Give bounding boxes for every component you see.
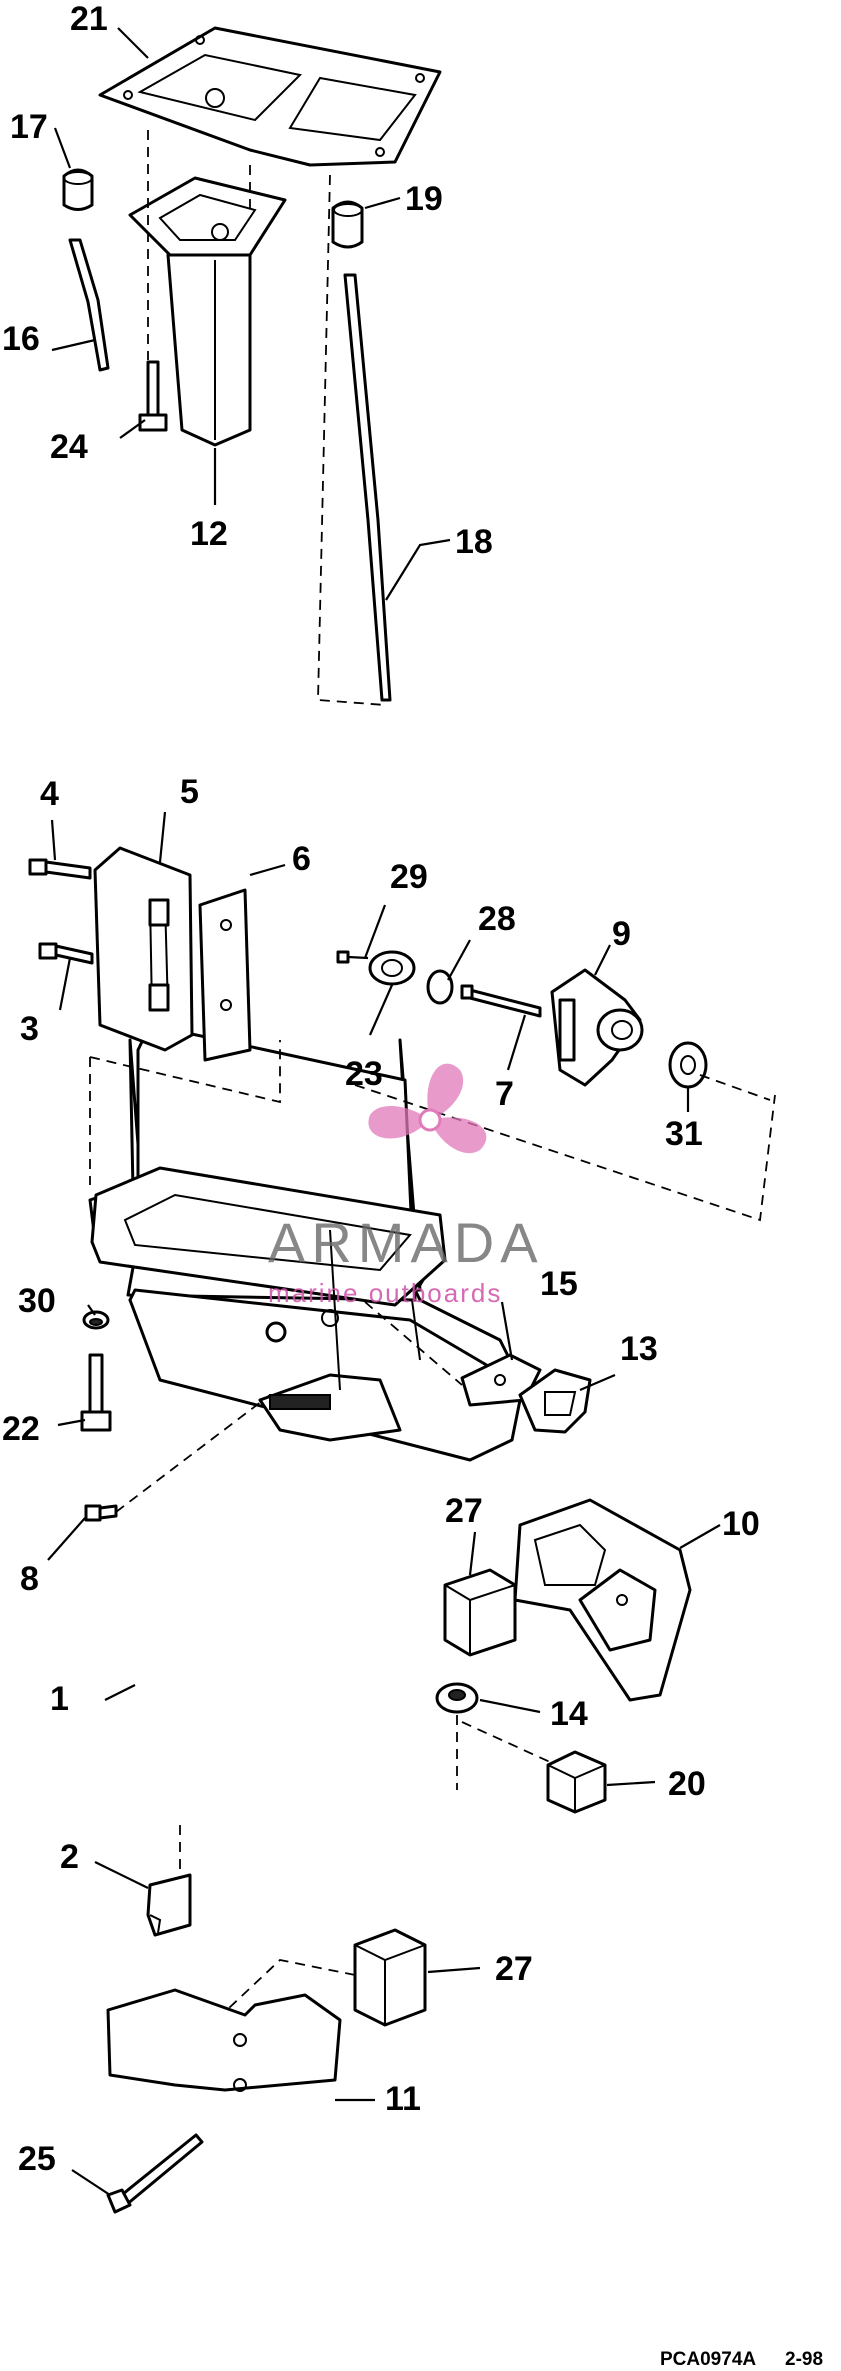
part-30-nut (82, 1310, 110, 1330)
callout-24: 24 (50, 428, 88, 466)
callout-21: 21 (70, 0, 108, 38)
part-25-bolt (106, 2133, 204, 2214)
part-28-oring (426, 969, 454, 1005)
part-6-plate (198, 888, 252, 1062)
leader-lines (47, 27, 721, 2196)
part-9-switch (550, 968, 644, 1087)
callout-6: 6 (292, 840, 311, 878)
callout-10: 10 (722, 1505, 760, 1543)
callout-numbers: 21 17 19 16 24 12 18 4 5 6 29 28 9 3 23 … (2, 0, 760, 2178)
part-8-screw (84, 1504, 118, 1522)
part-31-washer (668, 1041, 708, 1089)
watermark-tagline: marine outboards (268, 1278, 502, 1308)
part-12-housing (128, 176, 287, 447)
callout-5: 5 (180, 773, 199, 811)
callout-3: 3 (20, 1010, 39, 1048)
callout-20: 20 (668, 1765, 706, 1803)
part-5-bracket (93, 846, 194, 1052)
callout-2: 2 (60, 1838, 79, 1876)
figure-code: PCA0974A (660, 2349, 756, 2370)
callout-12: 12 (190, 515, 228, 553)
figure-date: 2-98 (785, 2349, 823, 2370)
part-27-block-lower (353, 1928, 427, 2027)
part-20-block (546, 1750, 607, 1814)
callout-1: 1 (50, 1680, 69, 1718)
part-2-clip (146, 1873, 192, 1937)
part-16-hose (68, 238, 110, 372)
watermark-brand: ARMADA (268, 1211, 544, 1274)
part-1-driveshaft-housing (88, 1023, 522, 1462)
part-27-block-upper (443, 1568, 517, 1657)
callout-4: 4 (40, 775, 59, 813)
callout-17: 17 (10, 108, 48, 146)
callout-13: 13 (620, 1330, 658, 1368)
part-3-bolt (38, 942, 94, 965)
callout-27-lower: 27 (495, 1950, 533, 1988)
callout-8: 8 (20, 1560, 39, 1598)
callout-9: 9 (612, 915, 631, 953)
callout-30: 30 (18, 1282, 56, 1320)
part-4-bolt (28, 858, 92, 880)
part-7-bolt (460, 984, 542, 1018)
callout-22: 22 (2, 1410, 40, 1448)
propeller-icon (368, 1063, 487, 1154)
part-10-cover (513, 1498, 692, 1702)
part-23-fitting (368, 950, 416, 986)
part-17-cap (62, 168, 94, 211)
callout-31: 31 (665, 1115, 703, 1153)
callout-11: 11 (385, 2080, 421, 2118)
part-18-hose (343, 273, 392, 702)
callout-18: 18 (455, 523, 493, 561)
callout-15: 15 (540, 1265, 578, 1303)
part-14-grommet (435, 1682, 479, 1714)
part-11-lower-cover (106, 1988, 342, 2092)
callout-16: 16 (2, 320, 40, 358)
watermark: ARMADA marine outboards (268, 1063, 544, 1308)
callout-14: 14 (550, 1695, 588, 1733)
part-24-bolt (138, 360, 168, 432)
callout-29: 29 (390, 858, 428, 896)
part-19-cap (331, 200, 364, 249)
part-21-gasket (98, 26, 442, 167)
callout-27-upper: 27 (445, 1492, 483, 1530)
callout-25: 25 (18, 2140, 56, 2178)
callout-19: 19 (405, 180, 443, 218)
callout-23: 23 (345, 1055, 383, 1093)
part-13-plate (518, 1368, 592, 1434)
part-29-screw (336, 950, 369, 964)
callout-28: 28 (478, 900, 516, 938)
callout-7: 7 (495, 1075, 514, 1113)
part-22-bolt (80, 1353, 112, 1432)
